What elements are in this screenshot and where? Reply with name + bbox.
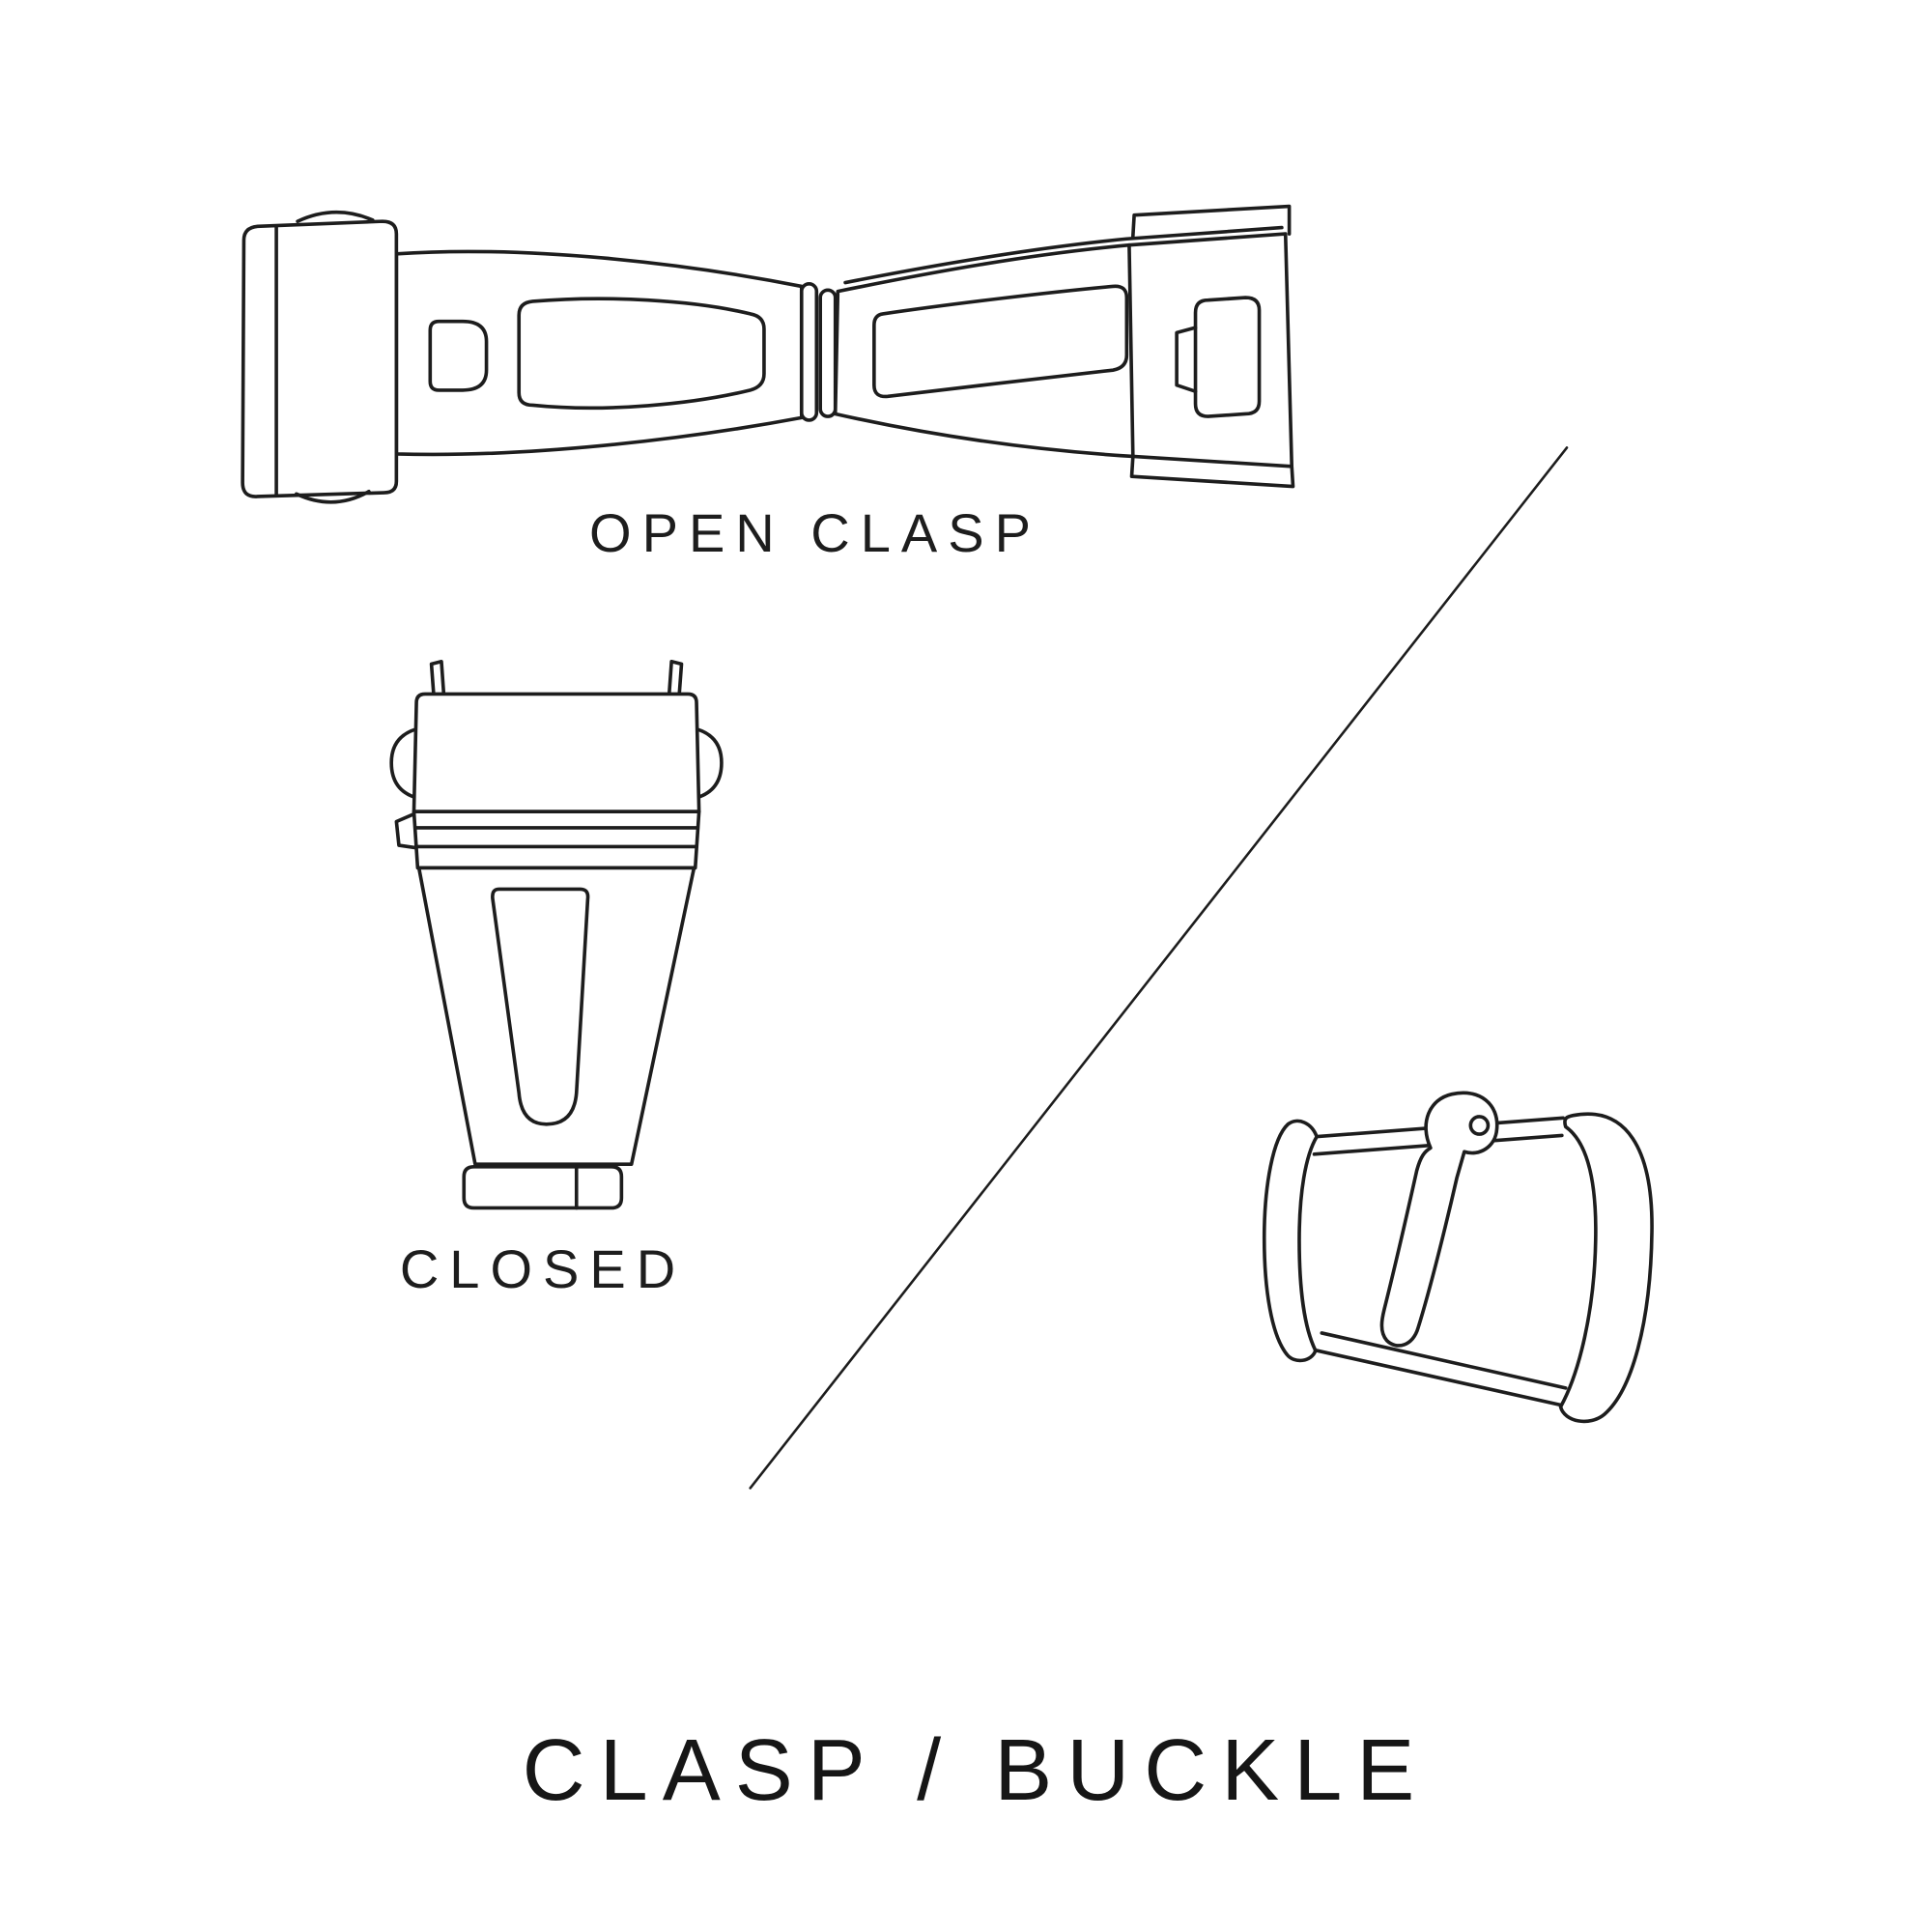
left-end-cap xyxy=(241,219,399,498)
body-window xyxy=(491,887,590,1126)
hinge-band xyxy=(412,810,701,870)
left-arm-latch-hole xyxy=(428,319,489,392)
right-arm-window xyxy=(872,284,1129,399)
prong xyxy=(1379,1091,1499,1348)
cover-plate xyxy=(412,692,701,813)
bottom-link xyxy=(462,1164,624,1210)
tang-buckle-illustration xyxy=(1262,1091,1654,1424)
right-side-tab xyxy=(695,726,724,800)
divider xyxy=(749,446,1569,1490)
open-clasp-illustration xyxy=(241,204,1295,504)
left-arm-window xyxy=(517,297,766,411)
right-end-bottom-step xyxy=(1129,454,1295,489)
bottom-rail-inner xyxy=(1320,1331,1568,1390)
right-end-hook xyxy=(1175,326,1198,393)
closed-clasp-illustration xyxy=(389,659,724,1210)
left-side-tab xyxy=(389,726,418,800)
right-bow xyxy=(1558,1112,1654,1424)
diagram-title: CLASP / BUCKLE xyxy=(522,1722,1430,1819)
left-end-cap-bottom-bump xyxy=(294,489,371,504)
closed-clasp-label: CLOSED xyxy=(399,1238,687,1299)
left-release-tab xyxy=(394,811,418,850)
open-clasp-label: OPEN CLASP xyxy=(589,502,1041,563)
hinge-bar-left xyxy=(799,282,819,422)
left-post xyxy=(1262,1119,1319,1363)
hinge-bar-right xyxy=(818,288,838,418)
bottom-rail-outer xyxy=(1315,1349,1565,1407)
right-arm-top-edge xyxy=(843,225,1284,285)
right-end-slot xyxy=(1193,296,1262,418)
prong-hinge-ring xyxy=(1468,1115,1491,1136)
left-end-cap-top-bump xyxy=(296,210,375,223)
right-end-top-step xyxy=(1131,204,1292,239)
diagonal-divider xyxy=(749,446,1569,1490)
right-end-divider xyxy=(1127,242,1135,459)
